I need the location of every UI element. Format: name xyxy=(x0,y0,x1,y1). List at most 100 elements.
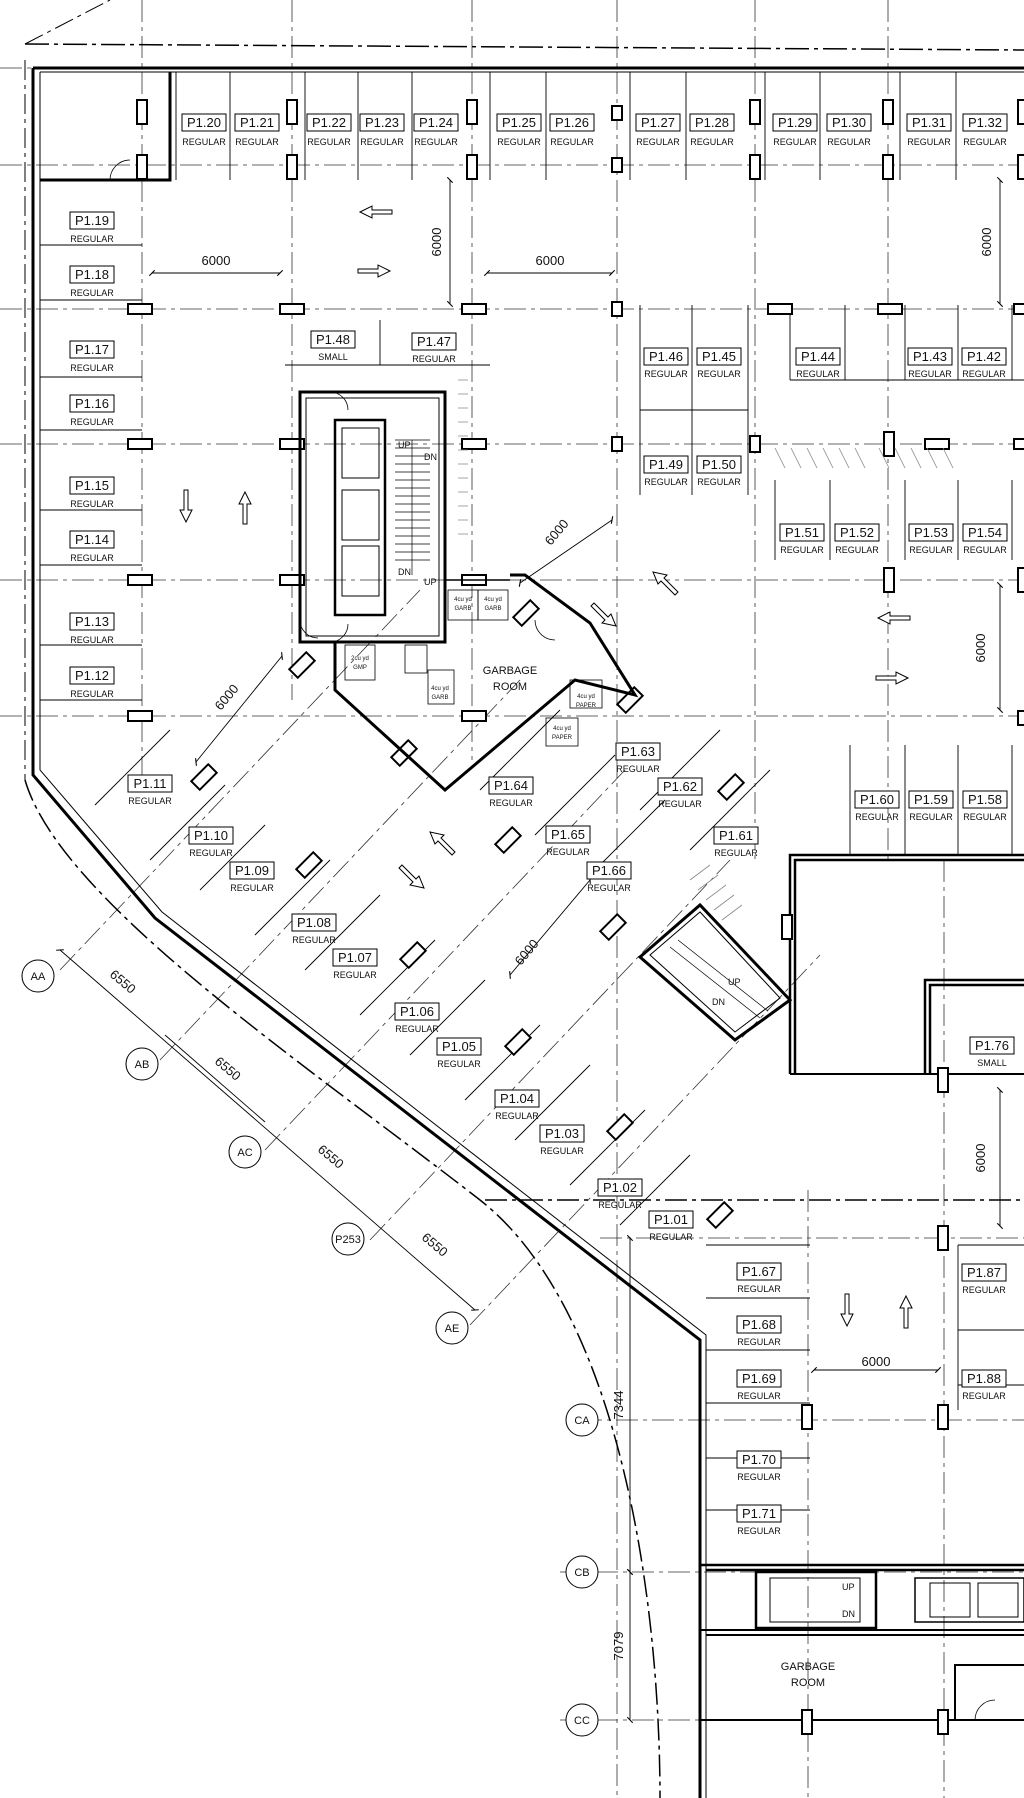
dim-text: 6550 xyxy=(212,1054,244,1084)
svg-text:REGULAR: REGULAR xyxy=(796,369,840,379)
svg-text:P1.51: P1.51 xyxy=(785,525,819,540)
svg-text:REGULAR: REGULAR xyxy=(546,847,590,857)
dim-text: 6550 xyxy=(419,1230,451,1260)
dim-text: 6550 xyxy=(315,1142,347,1172)
svg-text:REGULAR: REGULAR xyxy=(412,354,456,364)
svg-text:REGULAR: REGULAR xyxy=(360,137,404,147)
svg-text:P1.42: P1.42 xyxy=(967,349,1001,364)
svg-text:REGULAR: REGULAR xyxy=(658,799,702,809)
svg-text:REGULAR: REGULAR xyxy=(697,369,741,379)
svg-text:REGULAR: REGULAR xyxy=(962,1391,1006,1401)
svg-text:P1.06: P1.06 xyxy=(400,1004,434,1019)
svg-text:REGULAR: REGULAR xyxy=(737,1391,781,1401)
svg-text:REGULAR: REGULAR xyxy=(714,848,758,858)
svg-text:DN: DN xyxy=(424,452,437,462)
garbage-room-label: ROOM xyxy=(791,1677,825,1689)
dim-text: 6000 xyxy=(202,253,231,268)
svg-text:P1.26: P1.26 xyxy=(555,115,589,130)
svg-text:REGULAR: REGULAR xyxy=(737,1526,781,1536)
svg-text:REGULAR: REGULAR xyxy=(962,1285,1006,1295)
svg-text:4cu yd: 4cu yd xyxy=(553,726,571,732)
grid-bubble-ca: CA xyxy=(565,1403,599,1437)
svg-text:SMALL: SMALL xyxy=(318,352,348,362)
dim-text: 7079 xyxy=(611,1632,626,1661)
svg-text:REGULAR: REGULAR xyxy=(189,848,233,858)
svg-text:DN: DN xyxy=(398,567,411,577)
svg-text:REGULAR: REGULAR xyxy=(909,545,953,555)
dim-text: 6000 xyxy=(212,681,242,713)
svg-text:P1.48: P1.48 xyxy=(316,332,350,347)
svg-text:P1.63: P1.63 xyxy=(621,744,655,759)
svg-text:PAPER: PAPER xyxy=(576,703,597,709)
svg-text:REGULAR: REGULAR xyxy=(908,369,952,379)
svg-text:P1.49: P1.49 xyxy=(649,457,683,472)
south-core xyxy=(754,1570,1024,1721)
dim-text: 6000 xyxy=(973,634,988,663)
dim-text: 6550 xyxy=(107,967,139,997)
svg-text:P1.12: P1.12 xyxy=(75,668,109,683)
svg-text:P1.28: P1.28 xyxy=(695,115,729,130)
dimension-labels-extra: 6000 6000 xyxy=(512,516,572,968)
svg-text:GARB: GARB xyxy=(431,695,448,701)
svg-text:P1.64: P1.64 xyxy=(494,778,528,793)
svg-text:UP: UP xyxy=(728,977,741,987)
grid-bubbles: AA AB AC P253 AE CA CB CC xyxy=(21,959,599,1737)
svg-text:UP: UP xyxy=(842,1582,855,1592)
svg-text:REGULAR: REGULAR xyxy=(855,812,899,822)
svg-text:REGULAR: REGULAR xyxy=(616,764,660,774)
svg-text:REGULAR: REGULAR xyxy=(550,137,594,147)
svg-text:P1.03: P1.03 xyxy=(545,1126,579,1141)
svg-text:AC: AC xyxy=(237,1147,252,1159)
dim-text: 6000 xyxy=(979,228,994,257)
svg-text:4cu yd: 4cu yd xyxy=(454,597,472,603)
svg-text:REGULAR: REGULAR xyxy=(230,883,274,893)
svg-text:P1.07: P1.07 xyxy=(338,950,372,965)
svg-text:REGULAR: REGULAR xyxy=(690,137,734,147)
grid-bubble-aa: AA xyxy=(21,959,55,993)
svg-text:P1.04: P1.04 xyxy=(500,1091,534,1106)
svg-text:P1.66: P1.66 xyxy=(592,863,626,878)
svg-text:P1.43: P1.43 xyxy=(913,349,947,364)
svg-text:REGULAR: REGULAR xyxy=(495,1111,539,1121)
se-stair xyxy=(637,902,793,1042)
svg-text:REGULAR: REGULAR xyxy=(963,545,1007,555)
svg-text:P1.61: P1.61 xyxy=(719,828,753,843)
central-core xyxy=(298,390,447,644)
svg-text:PAPER: PAPER xyxy=(552,735,573,741)
svg-text:P1.20: P1.20 xyxy=(187,115,221,130)
svg-text:REGULAR: REGULAR xyxy=(644,477,688,487)
svg-text:UP: UP xyxy=(398,440,411,450)
svg-text:SMALL: SMALL xyxy=(977,1058,1007,1068)
svg-text:P1.53: P1.53 xyxy=(914,525,948,540)
svg-text:P1.69: P1.69 xyxy=(742,1371,776,1386)
svg-text:P1.88: P1.88 xyxy=(967,1371,1001,1386)
garbage-room-label: GARBAGE xyxy=(483,665,537,677)
svg-text:P1.54: P1.54 xyxy=(968,525,1002,540)
svg-text:P1.31: P1.31 xyxy=(912,115,946,130)
